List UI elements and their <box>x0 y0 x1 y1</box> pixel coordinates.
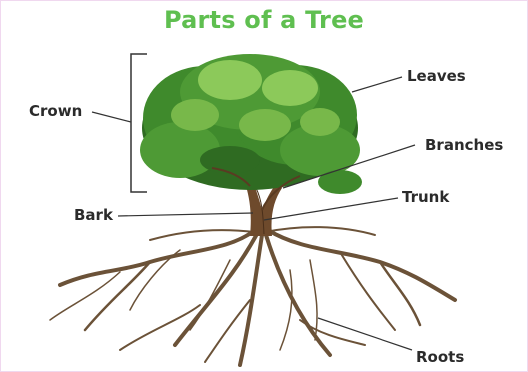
bark-leader-line <box>118 213 253 216</box>
leaves-leader-line <box>352 77 402 92</box>
crown-leader-line <box>92 112 131 122</box>
label-bark: Bark <box>74 206 113 224</box>
label-roots: Roots <box>416 348 464 366</box>
crown-foliage <box>140 54 362 210</box>
trunk-leader-line <box>264 198 398 220</box>
label-branches: Branches <box>425 136 503 154</box>
label-trunk: Trunk <box>402 188 449 206</box>
label-crown: Crown <box>29 102 82 120</box>
label-leaves: Leaves <box>407 67 466 85</box>
